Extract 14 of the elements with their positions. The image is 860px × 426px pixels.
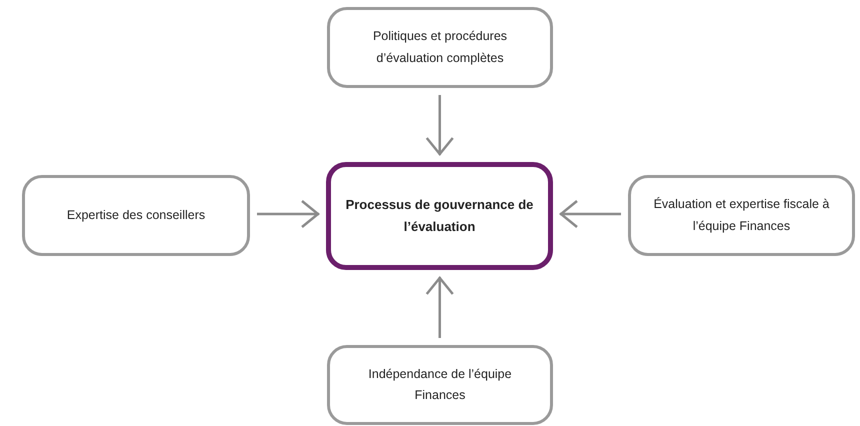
box-label: Processus de gouvernance de l’évaluation — [345, 196, 534, 236]
input-box — [327, 345, 553, 425]
input-box — [22, 175, 250, 256]
arrow — [257, 200, 320, 228]
box-label: Indépendance de l’équipe Finances — [367, 366, 513, 404]
arrow — [426, 95, 454, 156]
arrow — [560, 200, 621, 228]
box-label: Expertise des conseillers — [66, 206, 206, 224]
input-box — [628, 175, 855, 256]
input-box — [327, 7, 553, 88]
box-label: Évaluation et expertise fiscale à l’équipe Finances — [652, 196, 830, 235]
box-label: Politiques et procédures d’évaluation complètes — [372, 28, 508, 67]
arrow — [426, 276, 454, 338]
central-box — [326, 162, 553, 270]
